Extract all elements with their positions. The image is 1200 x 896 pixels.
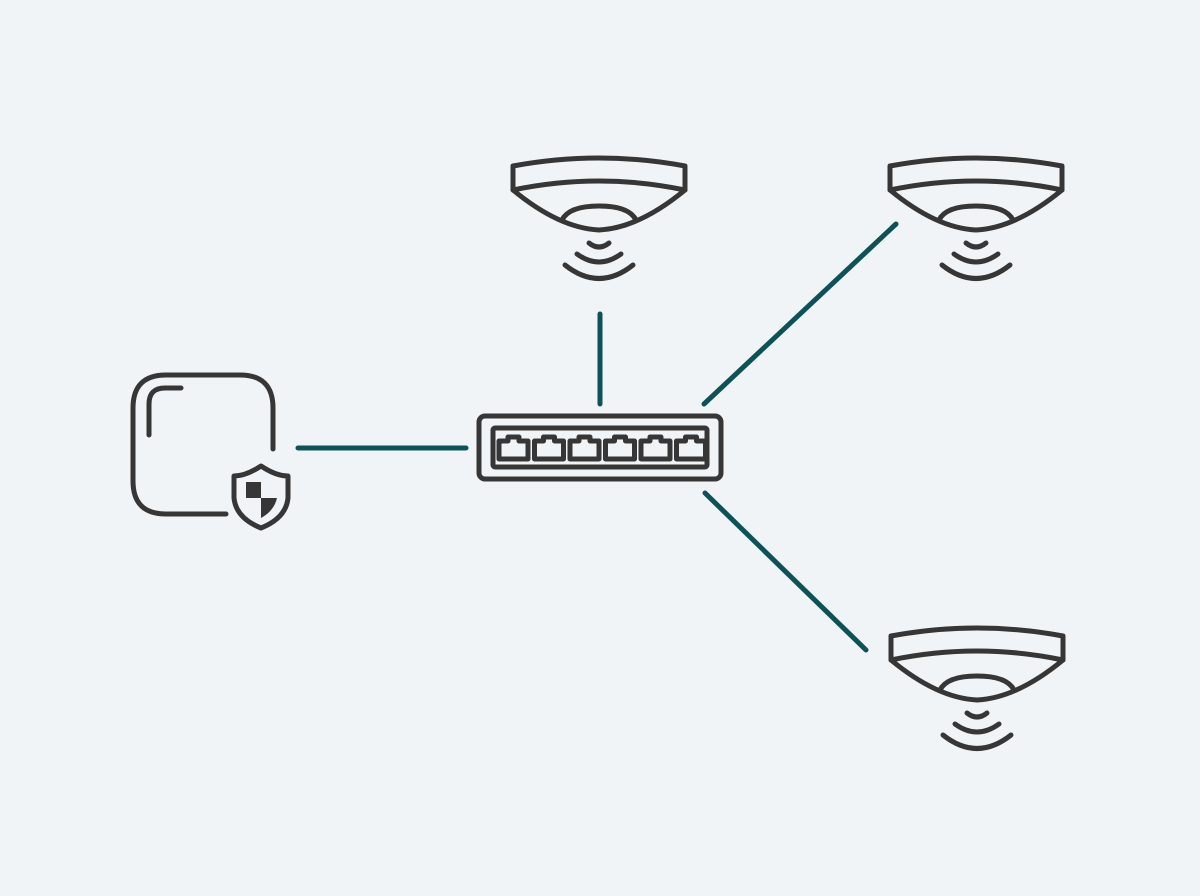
wireless-signal-icon: [562, 240, 636, 281]
wireless-signal-icon: [939, 240, 1013, 281]
access-point-1: [510, 155, 688, 281]
access-point-2: [887, 155, 1065, 281]
switch-port-6: [674, 434, 708, 462]
ceiling-access-point-icon: [887, 155, 1065, 233]
network-switch-icon: [476, 413, 724, 482]
switch-ports: [496, 434, 708, 462]
ceiling-access-point-icon: [888, 625, 1066, 703]
switch-port-5: [638, 434, 673, 462]
link-switch-to-access-point-3: [702, 490, 869, 653]
firewall-gateway-icon: [130, 372, 291, 531]
shield-icon: [231, 463, 291, 531]
wireless-signal-icon: [940, 710, 1014, 751]
switch-port-2: [532, 434, 566, 462]
switch-port-4: [603, 434, 637, 462]
switch-port-1: [496, 434, 531, 462]
link-switch-to-access-point-2: [701, 221, 899, 407]
connection-links: [295, 221, 899, 653]
ceiling-access-point-icon: [510, 155, 688, 233]
switch-port-3: [567, 434, 602, 462]
access-point-3: [888, 625, 1066, 751]
